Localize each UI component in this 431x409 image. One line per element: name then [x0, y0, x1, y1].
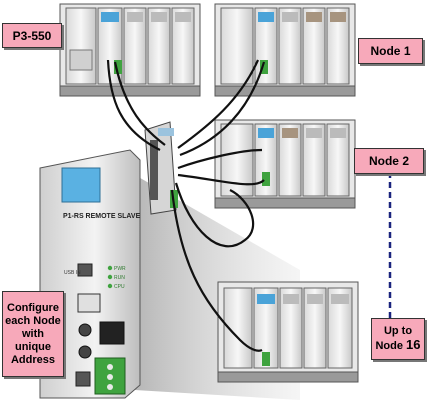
run-text: RUN	[114, 275, 125, 281]
up-to-line2: Node 16	[375, 338, 420, 353]
address-dial-2	[78, 345, 92, 359]
zoomed-remote-slave: P1-RS REMOTE SLAVE USB IN PWR RUN CPU	[39, 149, 141, 399]
up-to-node-number: 16	[406, 337, 421, 352]
rj45-port	[77, 293, 101, 313]
label-p3-550: P3-550	[2, 23, 62, 48]
address-dial-1	[78, 323, 92, 337]
label-configure: Configure each Node with unique Address	[2, 291, 64, 377]
label-node-1: Node 1	[358, 38, 423, 64]
up-to-node-word: Node	[375, 340, 403, 352]
label-node-2: Node 2	[354, 148, 424, 174]
pwr-text: PWR	[114, 266, 126, 272]
rack-node-16	[217, 281, 359, 383]
usb-text: USB IN	[64, 270, 81, 276]
rack-p3-550	[59, 3, 201, 97]
slave-lcd	[61, 167, 101, 203]
cables	[106, 59, 266, 352]
rack-node-1	[214, 3, 356, 97]
cpu-text: CPU	[114, 284, 125, 290]
label-up-to-node-16: Up to Node 16	[371, 318, 425, 360]
rack-node-2	[214, 119, 356, 209]
slave-title-text: P1-RS REMOTE SLAVE	[63, 213, 141, 220]
usb-port	[77, 263, 93, 277]
rs232-port	[99, 321, 125, 345]
up-to-line1: Up to	[383, 325, 413, 337]
